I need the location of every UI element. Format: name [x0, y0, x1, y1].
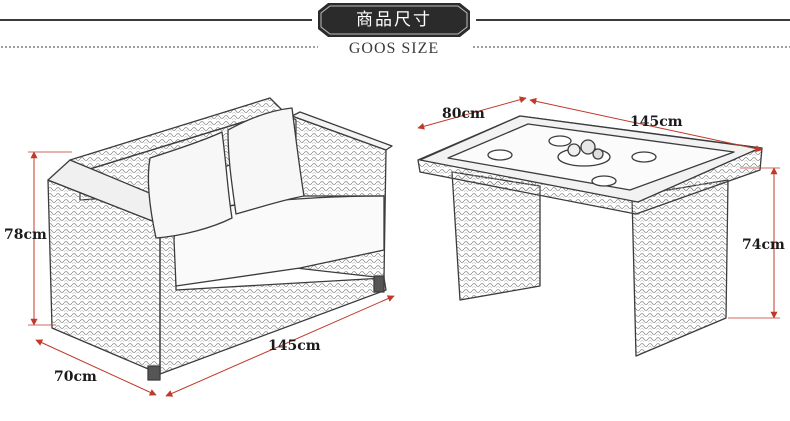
sofa-depth-line	[35, 339, 157, 396]
header-rule-right	[476, 19, 790, 21]
sofa-width-label: 145cm	[268, 338, 321, 354]
header-rule-left	[0, 19, 312, 21]
sofa-width-line	[165, 295, 395, 397]
table-depth-line	[417, 96, 527, 130]
header-dots-left	[0, 44, 318, 50]
sofa-height-label: 78cm	[4, 227, 47, 243]
table-width-line	[529, 97, 763, 153]
header-subtitle: GOOS SIZE	[348, 40, 440, 57]
table-sketch	[417, 115, 763, 357]
sofa-dimensions	[28, 151, 395, 397]
sofa-sketch	[47, 97, 393, 381]
section-header: 商品尺寸 GOOS SIZE	[0, 0, 790, 70]
header-badge: 商品尺寸	[318, 3, 470, 37]
table-dimensions	[417, 96, 780, 319]
table-height-label: 74cm	[742, 237, 785, 253]
sofa-depth-label: 70cm	[54, 369, 97, 385]
header-dots-right	[472, 44, 790, 50]
header-title: 商品尺寸	[356, 10, 432, 30]
table-depth-label: 80cm	[442, 106, 485, 122]
table-width-label: 145cm	[630, 114, 683, 130]
